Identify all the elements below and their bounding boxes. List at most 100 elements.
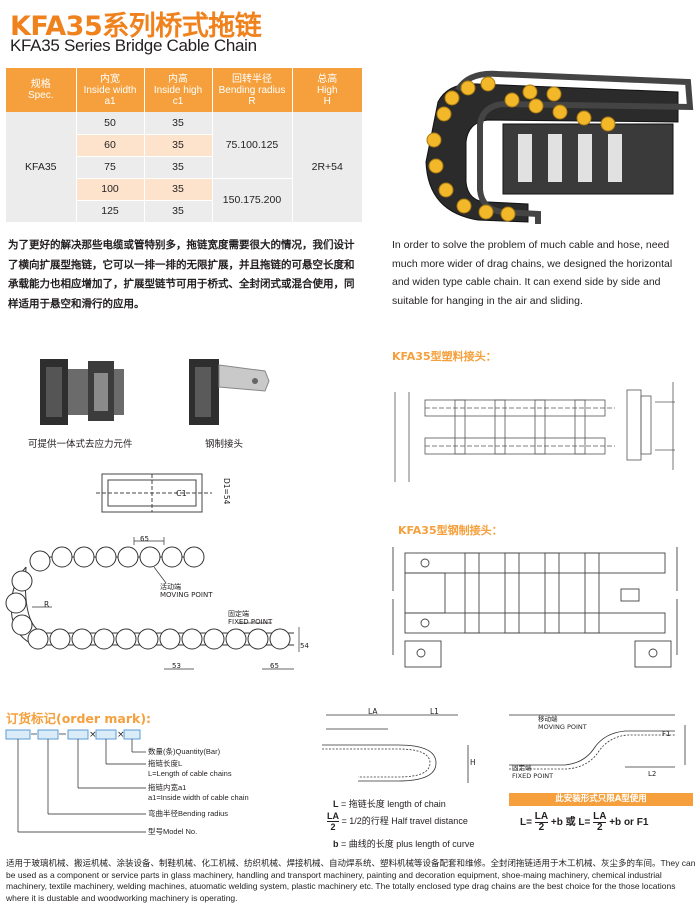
label-r: R: [44, 600, 50, 609]
cell-height: 35: [144, 134, 213, 157]
steel-joint-photo: [189, 359, 270, 425]
label-d1: D1=54: [222, 478, 231, 505]
cell-width: 100: [76, 178, 145, 201]
cell-width: 75: [76, 156, 145, 179]
page-title-en: KFA35 Series Bridge Cable Chain: [10, 36, 257, 55]
legend-b: b = 曲线的长度 plus length of curve: [333, 837, 474, 850]
cell-spec: KFA35: [6, 112, 77, 223]
cell-radius-2: 150.175.200: [212, 178, 293, 223]
cell-total-high: 2R+54: [292, 112, 362, 223]
frac-den: 2: [538, 822, 545, 833]
fixed-point-en-2: FIXED POINT: [512, 771, 554, 780]
header-high-cn: 总高: [317, 73, 338, 85]
header-spec-en: Spec.: [27, 90, 54, 101]
order-length-cn: 拖链长度L: [148, 759, 183, 768]
header-radius-sym: R: [248, 95, 256, 107]
header-radius-en: Bending radius: [218, 84, 286, 96]
frac-num: LA: [593, 811, 607, 823]
header-width-cn: 内宽: [100, 73, 120, 85]
header-height-cn: 内高: [168, 73, 188, 85]
table-row: 60 35: [6, 134, 362, 157]
moving-point-en: MOVING POINT: [160, 591, 213, 599]
order-quantity: 数量(条)Quantity(Bar): [148, 747, 221, 756]
table-row: 125 35: [6, 200, 362, 223]
frac-den: 2: [596, 822, 603, 833]
frac-num: LA: [327, 811, 339, 822]
cross-section-drawing: C1: [96, 473, 212, 513]
cell-width: 125: [76, 200, 145, 223]
header-radius-cn: 回转半径: [232, 73, 272, 85]
cable-chain-photo: [425, 70, 694, 224]
order-radius: 弯曲半径Bending radius: [148, 809, 229, 818]
dim-54: 54: [300, 642, 309, 650]
header-high-sym: H: [323, 95, 331, 107]
description-cn: 为了更好的解决那些电缆或管特别多，拖链宽度需要很大的情况，我们设计了横向扩展型拖…: [8, 239, 355, 310]
order-width-cn: 拖链内宽a1: [148, 783, 187, 792]
moving-point-cn: 活动端: [160, 583, 181, 591]
diagram-h-label: H: [470, 758, 476, 767]
cell-height: 35: [144, 156, 213, 179]
table-row: 100 35 150.175.200: [6, 178, 362, 223]
caption-integrated: 可提供一体式去应力元件: [28, 439, 133, 450]
order-mark-diagram: × ×: [5, 729, 146, 833]
legend-l-symbol: L: [333, 799, 339, 809]
moving-point-cn-2: 移动端: [538, 715, 558, 723]
table-row: KFA35 50 35 75.100.125 2R+54: [6, 112, 362, 223]
formula-mid: +b 或 L=: [550, 817, 591, 829]
plastic-joint-heading: KFA35型塑料接头：: [392, 350, 497, 363]
header-high-en: High: [316, 84, 338, 96]
caption-steel-joint: 钢制接头: [205, 439, 244, 450]
page-title-cn: KFA35系列桥式拖链: [10, 11, 262, 42]
steel-joint-drawing: [392, 547, 678, 668]
travel-diagram-standard: [322, 714, 469, 783]
travel-diagram-type-a: [509, 714, 686, 770]
header-height-sym: c1: [172, 95, 184, 107]
moving-point-en-2: MOVING POINT: [538, 722, 587, 731]
table-row: 75 35: [6, 156, 362, 179]
chain-side-drawing: [5, 537, 300, 670]
cell-height: 35: [144, 200, 213, 223]
header-width-en: Inside width: [83, 84, 137, 96]
dim-53: 53: [172, 662, 181, 670]
legend-b-symbol: b: [333, 839, 339, 849]
description-en: In order to solve the problem of much ca…: [392, 239, 673, 307]
cell-height: 35: [144, 112, 213, 135]
integrated-strain-relief-photo: [40, 359, 124, 425]
header-spec-cn: 规格: [30, 79, 51, 90]
legend-b-text: = 曲线的长度 plus length of curve: [341, 839, 475, 849]
diagram-l2-label: L2: [648, 770, 657, 778]
chain-pins-icon: [426, 76, 616, 222]
dim-65-top: 65: [140, 535, 149, 543]
order-mark-heading: 订货标记(order mark):: [6, 711, 152, 726]
steel-joint-heading: KFA35型钢制接头：: [398, 524, 503, 537]
label-c1: C1: [176, 489, 187, 498]
times-icon: ×: [89, 730, 97, 740]
application-note: 适用于玻璃机械、搬运机械、涂装设备、制鞋机械、化工机械、纺织机械、焊接机械、自动…: [6, 858, 696, 903]
cell-width: 60: [76, 134, 145, 157]
diagram-f1-label: F1: [662, 730, 671, 738]
order-model: 型号Model No.: [148, 827, 198, 836]
type-a-banner: 此安装形式只限A型使用: [509, 793, 693, 806]
times-icon: ×: [117, 730, 125, 740]
frac-num: LA: [534, 811, 549, 823]
diagram-l1-label: L1: [430, 707, 439, 716]
formula-l: L=: [520, 817, 532, 829]
fixed-point-cn: 固定端: [228, 610, 249, 618]
cell-radius-1: 75.100.125: [212, 112, 293, 179]
legend-la-text: = 1/2的行程 Half travel distance: [341, 815, 468, 826]
order-width-en: a1=Inside width of cable chain: [148, 793, 249, 802]
dim-65-bottom: 65: [270, 662, 279, 670]
